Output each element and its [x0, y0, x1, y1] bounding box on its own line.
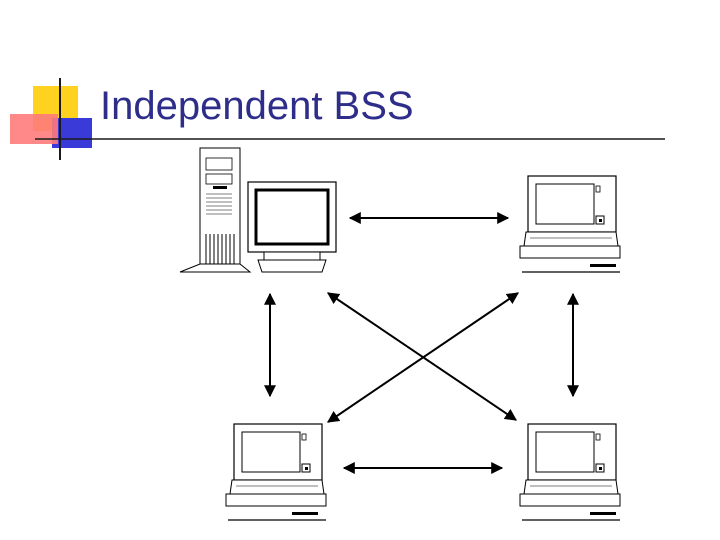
link-arrow-laptop-top-right-to-laptop-bottom-left: [327, 292, 519, 423]
blue-square: [52, 118, 92, 148]
desktop-computer-icon: [179, 147, 337, 273]
slide-title: Independent BSS: [100, 84, 414, 128]
title-decoration: [10, 78, 92, 160]
link-arrow-desktop-to-laptop-bottom-right: [327, 292, 517, 421]
laptop-icon: [225, 423, 327, 521]
laptop-icon: [519, 423, 621, 521]
laptop-icon: [519, 175, 621, 273]
